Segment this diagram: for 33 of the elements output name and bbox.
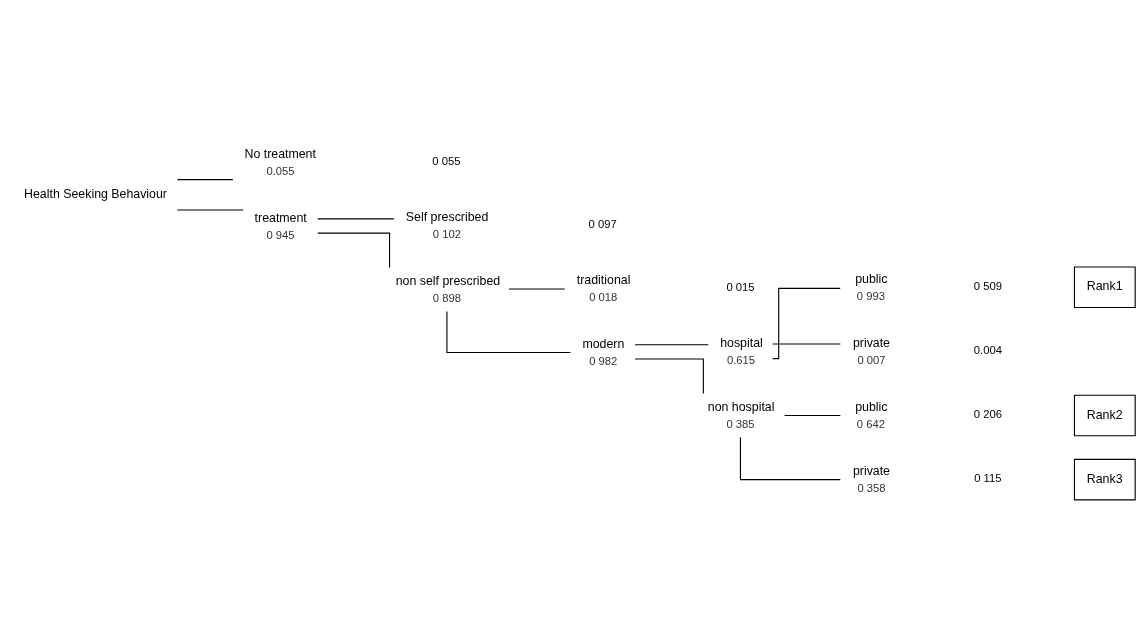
node-text: private 0 007 xyxy=(852,335,891,366)
node-text: No treatment 0.055 xyxy=(244,146,316,177)
node-box: Rank1 xyxy=(1073,266,1136,309)
connector xyxy=(317,232,391,269)
node-text: traditional 0 018 xyxy=(576,272,631,303)
node-text: modern 0 982 xyxy=(582,336,625,367)
connector xyxy=(784,414,841,417)
connector xyxy=(739,436,841,481)
label: 0 509 xyxy=(973,280,1002,293)
node-text: private 0 358 xyxy=(852,463,891,494)
label: 0.004 xyxy=(973,344,1002,357)
node-text: hospital 0.615 xyxy=(720,335,763,366)
node-text: Self prescribed 0 102 xyxy=(405,209,489,240)
connector xyxy=(176,179,234,181)
node-text: Health Seeking Behaviour xyxy=(24,187,167,202)
node-text: public 0 993 xyxy=(855,271,888,302)
connector xyxy=(634,344,709,346)
label: 0 097 xyxy=(588,218,617,231)
node-text: public 0 642 xyxy=(855,399,888,430)
label: 0 206 xyxy=(973,408,1002,421)
label: 0 055 xyxy=(432,155,461,168)
label: 0 115 xyxy=(974,472,1002,485)
connector xyxy=(317,218,395,220)
connector xyxy=(634,358,704,395)
node-box: Rank2 xyxy=(1073,394,1136,437)
connector xyxy=(772,287,841,360)
node-box: Rank3 xyxy=(1073,458,1136,501)
connector xyxy=(772,343,841,345)
label: 0 015 xyxy=(726,281,755,294)
node-text: treatment 0 945 xyxy=(254,210,307,241)
node-text: non hospital 0 385 xyxy=(707,399,775,430)
connector xyxy=(446,311,571,354)
node-text: non self prescribed 0 898 xyxy=(395,273,501,304)
